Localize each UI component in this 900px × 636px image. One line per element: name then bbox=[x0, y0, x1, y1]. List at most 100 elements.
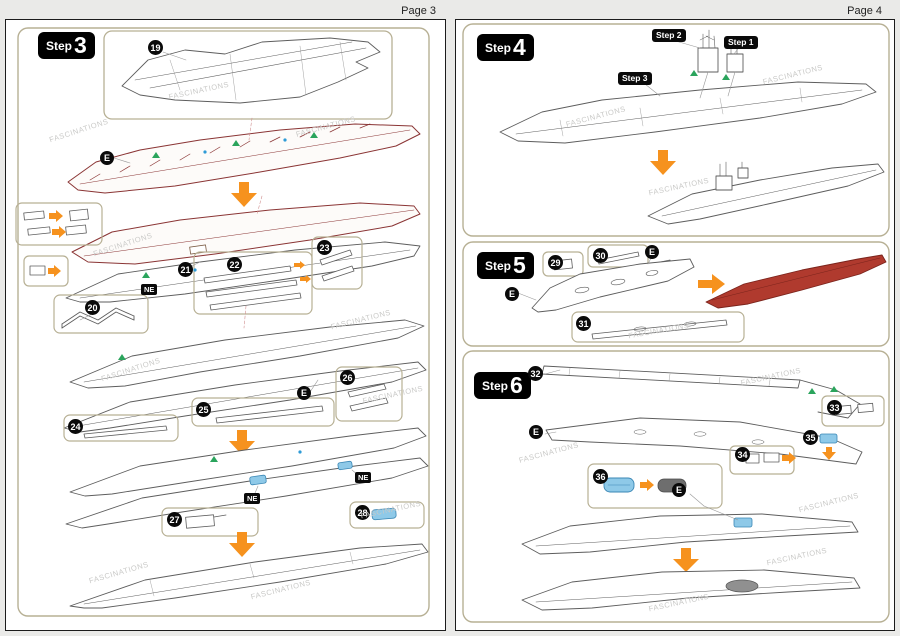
pin-marks bbox=[193, 138, 302, 454]
callout-part-19 bbox=[103, 30, 393, 120]
callout-part-24 bbox=[63, 414, 179, 442]
part-27-drawing bbox=[185, 514, 227, 529]
hull-side-3-drawing bbox=[521, 513, 859, 555]
callout-part-23 bbox=[311, 236, 363, 290]
part-20-drawing bbox=[61, 307, 135, 329]
attachment-marks bbox=[808, 386, 838, 394]
page-3-label: Page 3 bbox=[401, 5, 436, 17]
part-badge-33: 33 bbox=[827, 400, 842, 415]
part-26-drawing bbox=[347, 383, 389, 412]
mini-arrow-right-icon bbox=[49, 210, 63, 222]
mini-arrow-right-icon bbox=[640, 479, 654, 491]
step-number: 5 bbox=[513, 252, 526, 278]
carrier-deck-top-drawing bbox=[499, 81, 877, 144]
part-badge-22: 22 bbox=[227, 257, 242, 272]
hull-side-2-drawing bbox=[545, 417, 863, 465]
arrow-down-icon bbox=[673, 548, 699, 572]
callout-deck-supports-a bbox=[15, 202, 103, 246]
step-number: 3 bbox=[74, 32, 87, 58]
ne-tag: NE bbox=[141, 284, 158, 295]
part-19-deck-drawing bbox=[121, 37, 381, 104]
deck-layer-final bbox=[69, 543, 429, 609]
part-badge-35: 35 bbox=[803, 430, 818, 445]
callout-part-26 bbox=[335, 366, 403, 422]
part-23-drawing bbox=[319, 249, 355, 282]
deck-5-blue-parts-drawing bbox=[249, 460, 353, 486]
step-3-diagram bbox=[15, 30, 429, 609]
callout-part-33 bbox=[821, 395, 885, 427]
part-badge-24: 24 bbox=[68, 419, 83, 434]
page-4-label: Page 4 bbox=[847, 5, 882, 17]
alignment-guides bbox=[243, 117, 263, 329]
callout-part-27 bbox=[161, 507, 259, 537]
e-badge: E bbox=[645, 245, 659, 259]
part-badge-34: 34 bbox=[735, 447, 750, 462]
attachment-marks bbox=[690, 70, 730, 80]
step-word: Step bbox=[482, 378, 509, 393]
part-badge-21: 21 bbox=[178, 262, 193, 277]
attachment-marks bbox=[118, 132, 318, 462]
mini-step-1-tag: Step 1 bbox=[724, 36, 758, 50]
step-5-diagram bbox=[517, 244, 887, 343]
carrier-assembled-drawing bbox=[647, 161, 885, 225]
callout-b-part-drawing bbox=[29, 265, 46, 276]
step-word: Step bbox=[46, 38, 73, 53]
arrow-down-icon bbox=[650, 150, 676, 175]
e-badge: E bbox=[297, 386, 311, 400]
arrow-down-icon bbox=[229, 532, 255, 557]
ne-tag: NE bbox=[244, 493, 261, 504]
step-word: Step bbox=[485, 40, 512, 55]
step-number: 6 bbox=[510, 372, 523, 398]
part-badge-26: 26 bbox=[340, 370, 355, 385]
red-bow-hull-drawing bbox=[705, 254, 887, 309]
mini-arrow-right-icon bbox=[48, 265, 61, 277]
part-badge-29: 29 bbox=[548, 255, 563, 270]
part-35-drawing bbox=[819, 433, 838, 444]
part-34-drawing bbox=[745, 452, 780, 464]
mini-step-2-tag: Step 2 bbox=[652, 29, 686, 43]
callout-part-20 bbox=[53, 294, 149, 334]
callout-part-34 bbox=[729, 445, 795, 475]
mini-step-3-tag: Step 3 bbox=[618, 72, 652, 86]
step-6-diagram bbox=[521, 365, 885, 611]
callout-a-parts-drawing bbox=[23, 208, 89, 236]
ne-tag: NE bbox=[355, 472, 372, 483]
part-22-drawing bbox=[203, 265, 302, 311]
part-badge-30: 30 bbox=[593, 248, 608, 263]
callout-part-25 bbox=[191, 397, 335, 427]
leader-lines bbox=[544, 369, 739, 521]
part-badge-27: 27 bbox=[167, 512, 182, 527]
hull-side-drawing bbox=[531, 258, 695, 313]
arrow-down-icon bbox=[231, 182, 257, 207]
mini-arrow-down-icon bbox=[822, 447, 836, 460]
e-badge: E bbox=[505, 287, 519, 301]
e-badge: E bbox=[529, 425, 543, 439]
callout-part-36 bbox=[587, 463, 723, 509]
arrow-right-icon bbox=[698, 274, 725, 294]
island-structures-drawing bbox=[697, 29, 744, 73]
mini-arrow-right-icon bbox=[294, 261, 305, 269]
callout-part-31 bbox=[571, 311, 745, 343]
part-badge-28: 28 bbox=[355, 505, 370, 520]
callout-deck-supports-b bbox=[23, 255, 69, 287]
deck-layer-red-1 bbox=[67, 123, 421, 194]
mini-arrow-right-icon bbox=[52, 226, 66, 238]
callout-part-29 bbox=[542, 251, 584, 277]
e-badge: E bbox=[672, 483, 686, 497]
e-badge: E bbox=[100, 151, 114, 165]
deck-layer-red-2 bbox=[71, 202, 421, 265]
part-badge-20: 20 bbox=[85, 300, 100, 315]
mini-arrow-right-icon bbox=[782, 452, 796, 464]
part-25-drawing bbox=[215, 405, 324, 424]
part-badge-32: 32 bbox=[528, 366, 543, 381]
part-badge-19: 19 bbox=[148, 40, 163, 55]
callout-part-28 bbox=[349, 501, 425, 529]
mini-arrow-right-icon bbox=[300, 275, 311, 283]
arrow-down-icon bbox=[229, 430, 255, 455]
